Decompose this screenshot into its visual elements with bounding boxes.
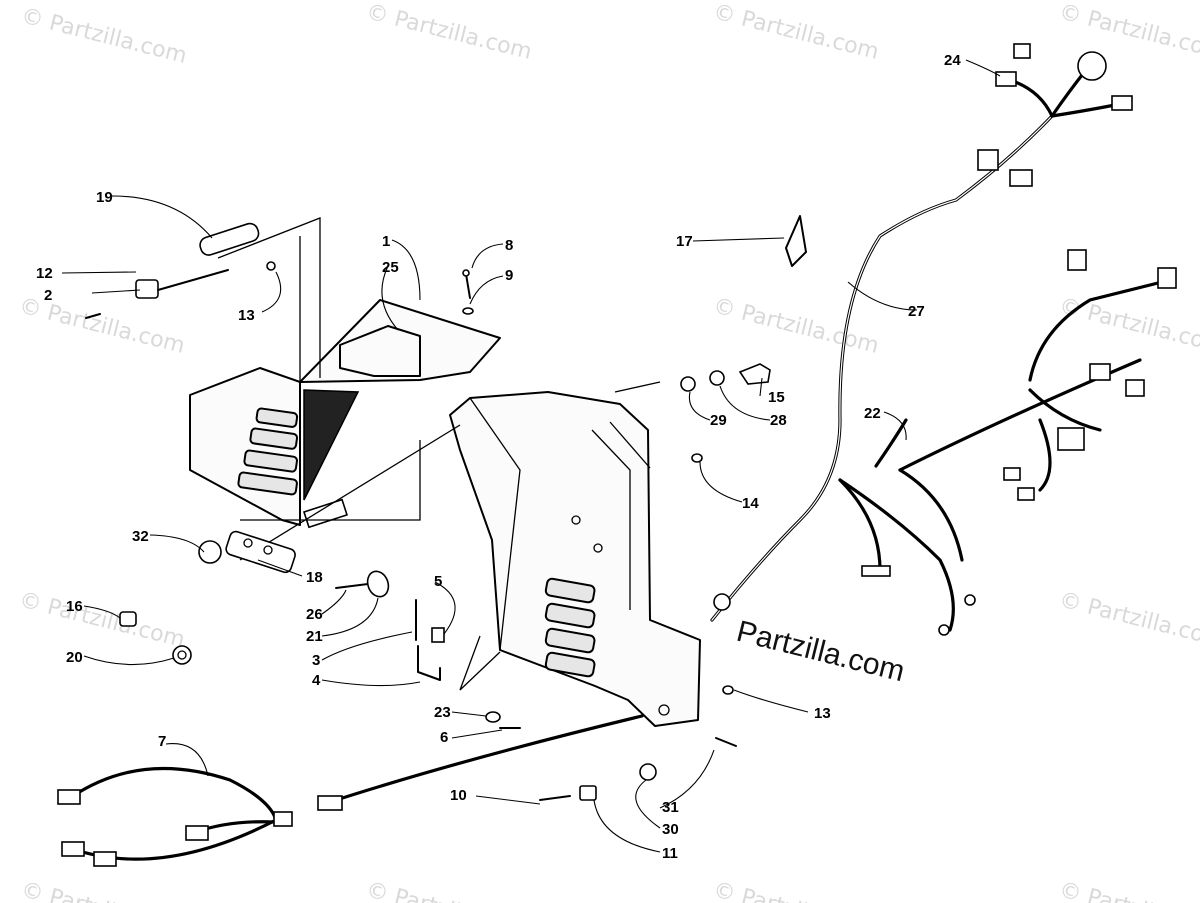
callout-25: 25 — [382, 259, 399, 276]
switch-plate — [225, 530, 296, 574]
callout-21: 21 — [306, 628, 323, 645]
callout-29: 29 — [710, 412, 727, 429]
watermark: © Partzilla.com — [17, 294, 188, 359]
callout-23: 23 — [434, 704, 451, 721]
watermark: © Partzilla.com — [364, 0, 535, 65]
wiring-harnesses — [57, 43, 1177, 867]
watermark: © Partzilla.com — [711, 878, 882, 903]
callout-28: 28 — [770, 412, 787, 429]
callout-5: 5 — [434, 573, 442, 590]
watermark: © Partzilla.com — [711, 0, 882, 65]
callout-2: 2 — [44, 287, 52, 304]
callout-22: 22 — [864, 405, 881, 422]
callout-8: 8 — [505, 237, 513, 254]
callout-10: 10 — [450, 787, 467, 804]
callout-11: 11 — [662, 845, 678, 862]
left-cowl-assembly — [189, 217, 501, 529]
callout-20: 20 — [66, 649, 83, 666]
cowl-opening — [303, 389, 360, 501]
watermark: © Partzilla.com — [1057, 878, 1200, 903]
watermark: © Partzilla.com — [1057, 0, 1200, 65]
callout-27: 27 — [908, 303, 925, 320]
hardware-parts — [85, 215, 807, 801]
console-panel-assembly — [239, 381, 701, 727]
bulb-socket — [135, 279, 159, 299]
callout-7: 7 — [158, 733, 166, 750]
watermark: © Partzilla.com — [1057, 294, 1200, 359]
callout-31: 31 — [662, 799, 679, 816]
watermark: © Partzilla.com — [364, 878, 535, 903]
callout-19: 19 — [96, 189, 113, 206]
leader-lines — [61, 59, 1001, 853]
callout-9: 9 — [505, 267, 513, 284]
callout-24: 24 — [944, 52, 961, 69]
callout-12: 12 — [36, 265, 53, 282]
callout-14: 14 — [742, 495, 759, 512]
callout-17: 17 — [676, 233, 693, 250]
tail-light-lens — [199, 222, 260, 256]
callout-15: 15 — [768, 389, 785, 406]
callout-32: 32 — [132, 528, 149, 545]
watermark: © Partzilla.com — [19, 4, 190, 69]
callout-13a: 13 — [238, 307, 255, 324]
callout-3: 3 — [312, 652, 320, 669]
callout-16: 16 — [66, 598, 83, 615]
callout-6: 6 — [440, 729, 448, 746]
callout-13b: 13 — [814, 705, 831, 722]
callout-4: 4 — [312, 672, 321, 689]
callouts: 1 2 3 4 5 6 7 8 9 10 11 12 13 13 14 15 1… — [36, 52, 961, 862]
callout-26: 26 — [306, 606, 323, 623]
knob — [198, 540, 222, 564]
console-panel — [449, 391, 701, 727]
callout-30: 30 — [662, 821, 679, 838]
callout-1: 1 — [382, 233, 390, 250]
watermark: © Partzilla.com — [17, 588, 188, 653]
watermark: © Partzilla.com — [19, 878, 190, 903]
watermark: © Partzilla.com — [1057, 588, 1200, 653]
light-housing — [339, 325, 421, 377]
callout-18: 18 — [306, 569, 323, 586]
brand-watermark: Partzilla.com — [733, 615, 908, 689]
watermark: © Partzilla.com — [711, 294, 882, 359]
